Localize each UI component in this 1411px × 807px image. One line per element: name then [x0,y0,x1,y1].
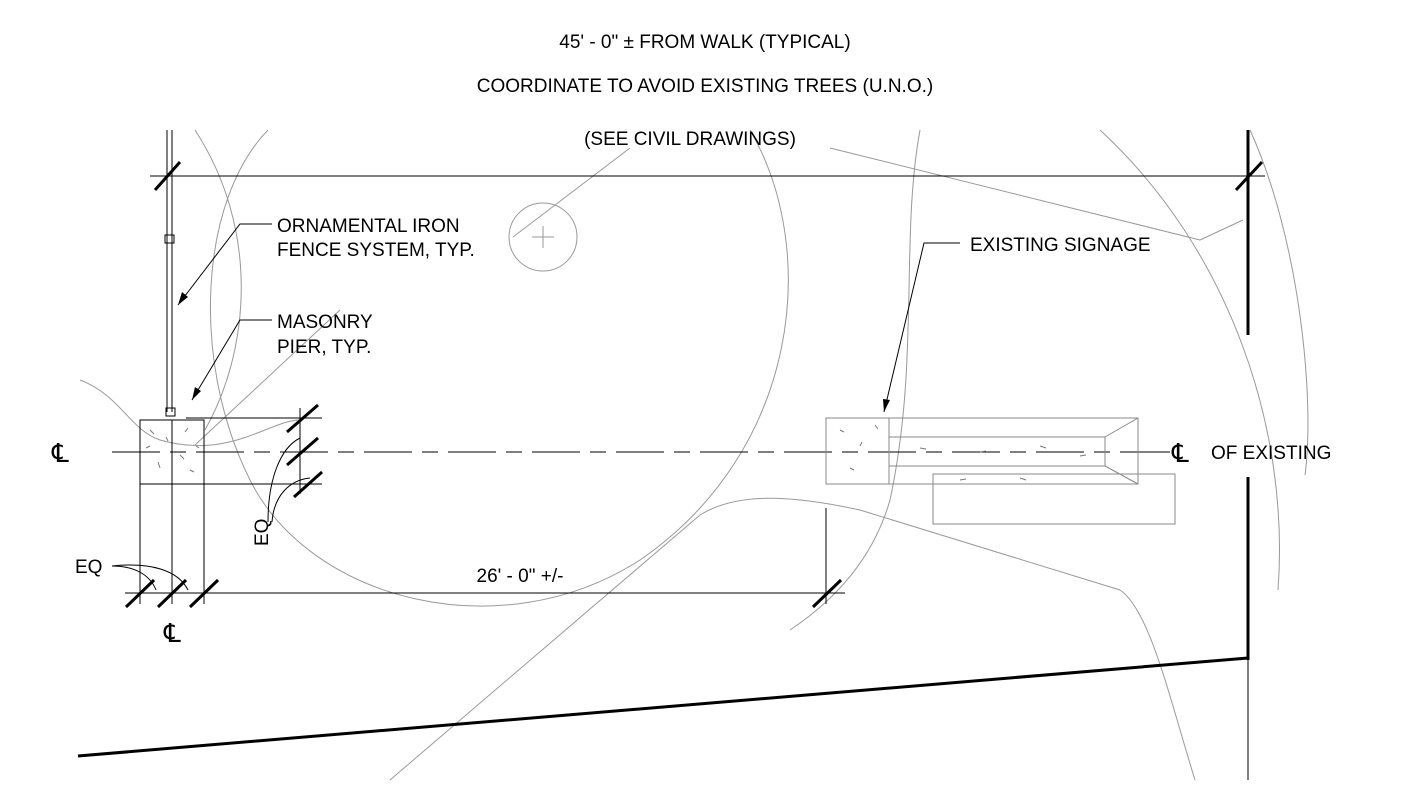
eq-h-leader-1 [111,565,157,591]
signage-guide-tail [1199,219,1244,241]
eq-v-tick-bot [293,470,323,499]
fence-post [164,234,175,244]
note-fence-line1: ORNAMENTAL IRON [277,216,460,237]
note-avoid-trees: COORDINATE TO AVOID EXISTING TREES (U.N.… [477,76,933,97]
background-linework [79,129,1309,781]
left-ground-curve [79,379,301,446]
dim-tick-1 [124,578,156,609]
pier-leader [191,319,272,401]
centerline-symbol-bottom: ℄ [163,618,181,648]
dim-tick-3 [188,578,220,609]
note-existing-signage: EXISTING SIGNAGE [970,235,1151,256]
dim-tick-4 [811,578,843,609]
fence-leader-arrow [178,292,188,305]
pier-guide-line [194,309,341,446]
tree-small [508,202,578,272]
fence-leader [177,223,272,306]
diagonal-path [389,497,1196,781]
centerline-symbol-right: ℄ [1171,438,1189,468]
tree-canopy-right-arc [1099,129,1280,591]
note-pier-line1: MASONRY [277,312,373,333]
dim-span-label: 26' - 0" +/- [477,566,564,587]
eq-h-leader-2 [111,564,189,591]
dim-eq-horizontal: EQ [75,557,102,578]
centerline-symbol-left: ℄ [51,438,69,468]
dim-tick-2 [156,578,188,609]
note-of-existing: OF EXISTING [1211,443,1331,464]
right-edge-arc [1249,129,1309,476]
see-civil-leader [512,147,631,238]
center-right-curve [789,129,921,631]
eq-v-arc-lower [271,477,311,523]
existing-signage [825,417,1176,525]
dim-eq-vertical: EQ [252,519,273,546]
fence-post-base [165,407,176,417]
note-pier-line2: PIER, TYP. [277,337,371,358]
fence-system [164,130,176,417]
pier-leader-arrow [192,387,201,400]
eq-v-tick-top [286,403,319,434]
note-see-civil: (SEE CIVIL DRAWINGS) [584,129,796,150]
tree-canopy-left-arc [194,129,242,431]
property-line-bottom [77,656,1249,758]
tree-canopy-large [209,129,789,607]
note-walk-offset: 45' - 0" ± FROM WALK (TYPICAL) [559,32,850,53]
signage-leader [883,242,960,413]
signage-leader-arrow [883,399,890,412]
eq-v-arc-upper [267,437,301,523]
note-fence-line2: FENCE SYSTEM, TYP. [277,240,475,261]
signage-guide-line [829,147,1201,241]
